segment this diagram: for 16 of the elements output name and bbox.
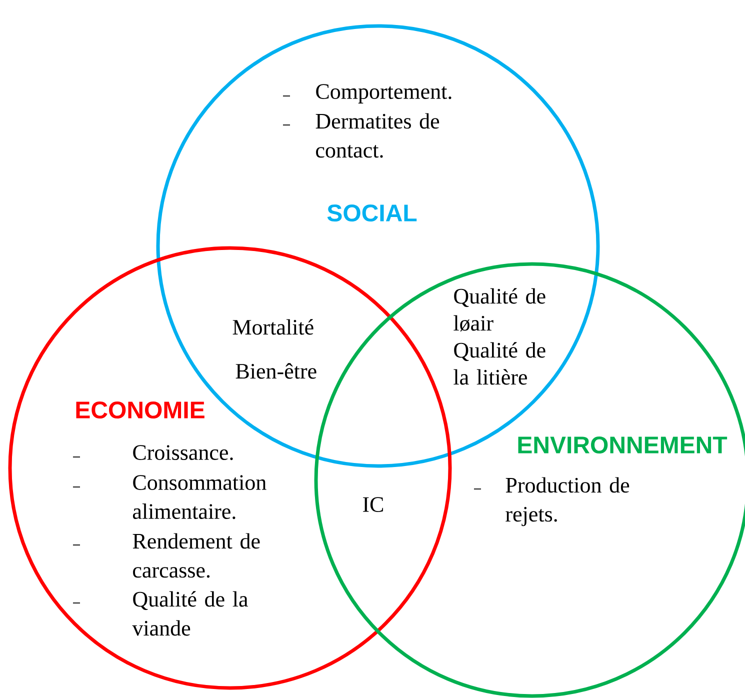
- circle-heading: ENVIRONNEMENT: [518, 436, 728, 454]
- list-item: Production de rejets.: [506, 477, 630, 526]
- circle-heading: ECONOMIE: [76, 402, 204, 418]
- overlap-label: Mortalité: [232, 319, 314, 335]
- venn-circle: [8, 246, 452, 690]
- overlap-label: Qualité de la litière: [454, 342, 546, 385]
- list-item: Qualité de la viande: [132, 591, 248, 636]
- circle-heading: SOCIAL: [327, 204, 417, 222]
- overlap-label: Bien-être: [236, 363, 316, 379]
- list-item: Comportement.: [316, 84, 452, 104]
- list-item: Consommation alimentaire.: [132, 475, 266, 520]
- overlap-label: Qualité de løair: [454, 288, 546, 332]
- overlap-label: IC: [363, 497, 383, 512]
- list-item: Dermatites de contact.: [316, 113, 440, 158]
- list-item: Croissance.: [133, 445, 233, 460]
- list-item: Rendement de carcasse.: [132, 533, 260, 578]
